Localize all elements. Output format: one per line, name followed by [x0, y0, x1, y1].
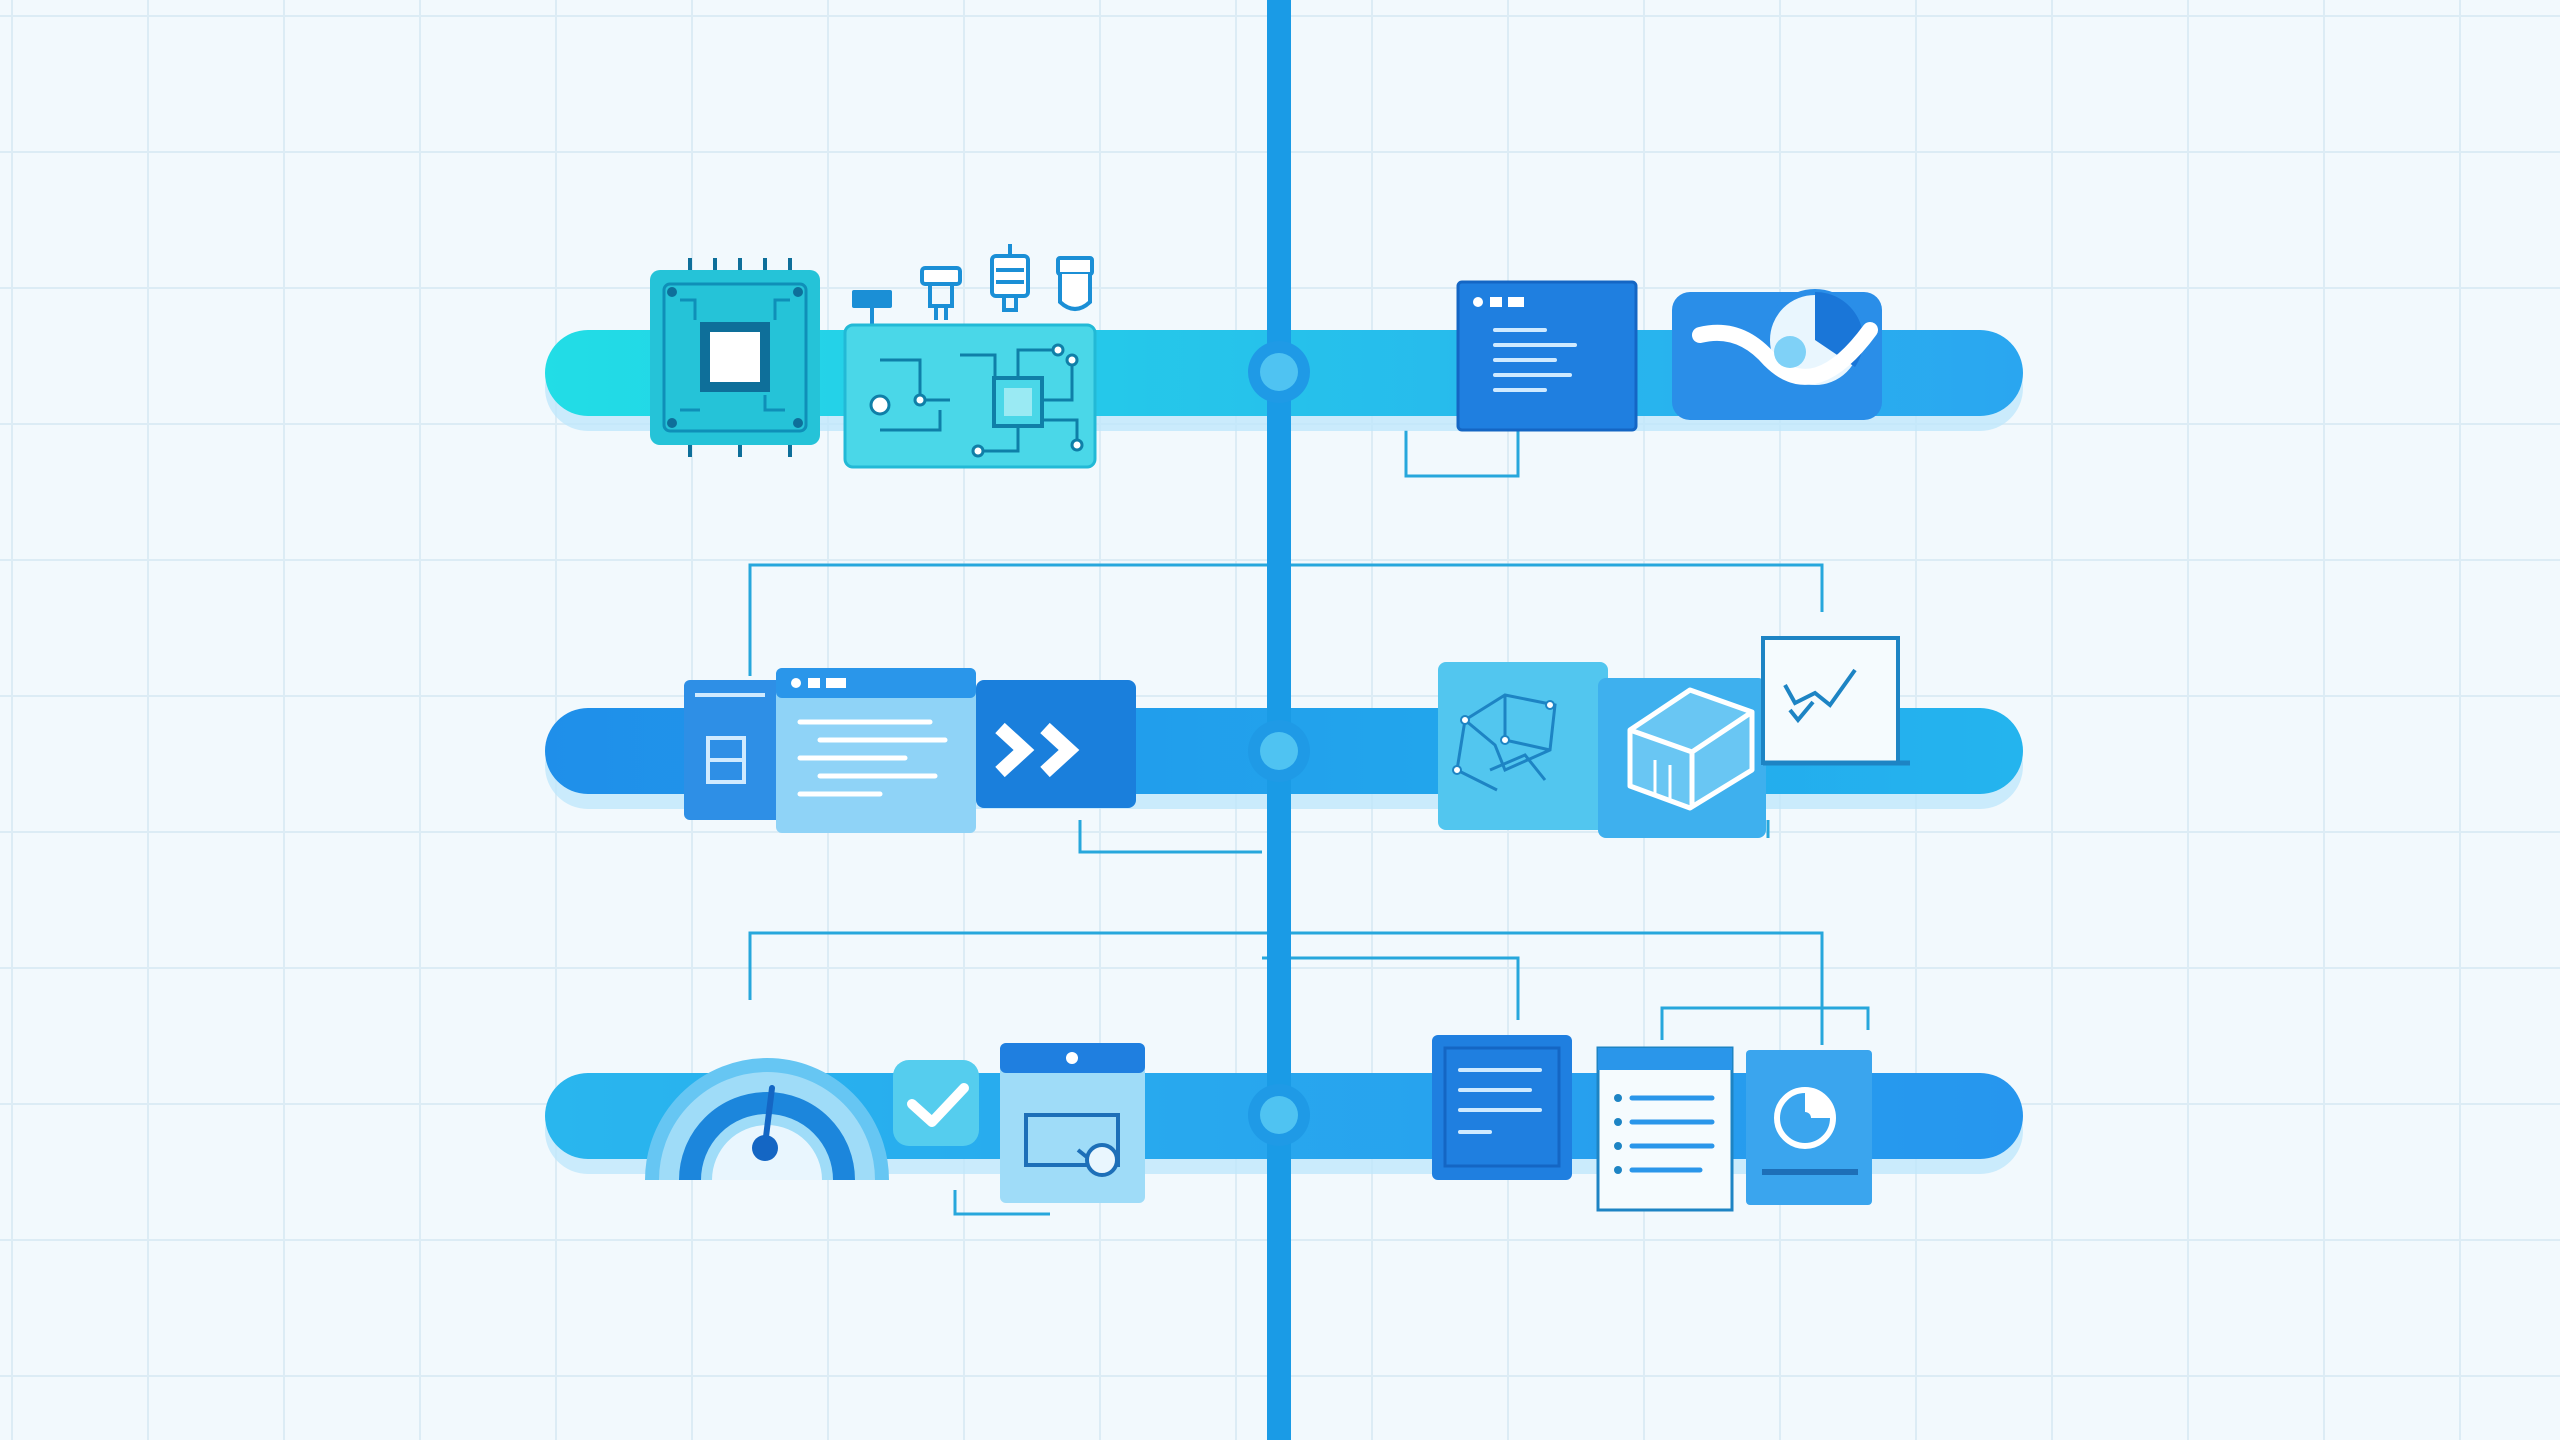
check-chart-icon — [1761, 636, 1910, 766]
chart-swoosh-icon — [1672, 289, 1882, 420]
circuit-panel-icon — [843, 323, 1097, 469]
spine-node-bottom — [1248, 1084, 1310, 1146]
circuit-board-chip-icon — [650, 258, 820, 457]
connector-bottom-left — [953, 1190, 1050, 1216]
connector-mid-left — [1078, 820, 1262, 854]
pie-chart-icon — [1746, 1050, 1872, 1205]
code-editor-window-icon — [776, 668, 976, 833]
spine-node-top — [1248, 341, 1310, 403]
connector-top-right — [1404, 430, 1520, 478]
fast-forward-icon — [976, 680, 1136, 808]
calendar-window-icon — [1000, 1043, 1145, 1203]
speedometer-gauge-icon — [645, 1058, 889, 1181]
checkmark-badge-icon — [893, 1060, 979, 1146]
component-capacitor-icon — [990, 244, 1030, 312]
connector-bottom-right — [1660, 1006, 1870, 1040]
sidebar-panel-icon — [684, 680, 784, 820]
component-resistor-icon — [920, 266, 962, 320]
text-document-icon — [1432, 1035, 1572, 1180]
component-sensor-icon — [1056, 256, 1094, 311]
spine-node-middle — [1248, 720, 1310, 782]
connector-bottom-center — [1262, 956, 1520, 1020]
list-document-icon — [1596, 1046, 1734, 1212]
3d-shape-icon — [1438, 662, 1608, 830]
3d-box-icon — [1598, 678, 1766, 838]
code-window-icon — [1456, 280, 1638, 432]
